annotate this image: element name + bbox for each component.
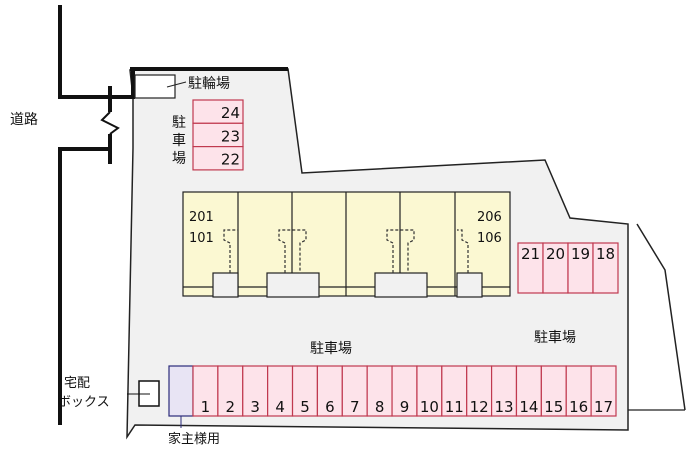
parking-space-number: 6 bbox=[325, 398, 335, 416]
road-edge-upper bbox=[58, 5, 135, 99]
gate-zigzag-icon bbox=[100, 111, 120, 135]
parking-space-number: 3 bbox=[250, 398, 260, 416]
parking-space-number: 16 bbox=[569, 398, 588, 416]
parking-space bbox=[466, 365, 493, 417]
parking-space-number: 5 bbox=[300, 398, 310, 416]
neighbor-boundary bbox=[636, 223, 686, 411]
parking-space-number: 1 bbox=[201, 398, 211, 416]
parking-space-number: 4 bbox=[275, 398, 285, 416]
parking-space-number: 14 bbox=[519, 398, 538, 416]
parking-space-number: 24 bbox=[221, 104, 240, 122]
delivery-box-label-2: ボックス bbox=[58, 395, 110, 410]
parking-space-number: 10 bbox=[420, 398, 439, 416]
parking-space-number: 12 bbox=[470, 398, 489, 416]
parking-space-number: 9 bbox=[400, 398, 410, 416]
road-edge-lower bbox=[58, 147, 110, 425]
parking-space bbox=[590, 365, 617, 417]
parking-label-char: 車 bbox=[172, 132, 186, 149]
parking-right-label: 駐車場 bbox=[534, 329, 576, 346]
parking-space bbox=[565, 365, 592, 417]
parking-space-number: 7 bbox=[350, 398, 360, 416]
parking-label-char: 駐 bbox=[172, 115, 186, 131]
parking-space bbox=[515, 365, 542, 417]
bicycle-parking-label: 駐輪場 bbox=[188, 75, 230, 92]
parking-space bbox=[391, 365, 418, 417]
parking-space bbox=[291, 365, 319, 417]
parking-space-number: 8 bbox=[375, 398, 385, 416]
parking-space bbox=[316, 365, 343, 417]
parking-space-number: 13 bbox=[494, 398, 513, 416]
parking-space bbox=[441, 365, 468, 417]
delivery-box-label-1: 宅配 bbox=[64, 376, 90, 391]
parking-space bbox=[366, 365, 393, 417]
parking-block-right: 21 20 19 18 bbox=[517, 242, 619, 294]
parking-space bbox=[192, 365, 219, 417]
parking-space-number: 11 bbox=[445, 398, 464, 416]
parking-space bbox=[592, 242, 619, 294]
parking-space-number: 21 bbox=[521, 245, 540, 263]
parking-space bbox=[267, 365, 294, 417]
parking-center-label: 駐車場 bbox=[310, 340, 352, 357]
parking-space-number: 19 bbox=[571, 245, 590, 263]
parking-space-number: 15 bbox=[544, 398, 563, 416]
apartment-building: 201 101 206 106 bbox=[182, 191, 511, 298]
parking-space-number: 2 bbox=[226, 398, 236, 416]
unit-106-label: 106 bbox=[477, 231, 502, 246]
parking-space-number: 17 bbox=[594, 398, 613, 416]
parking-space bbox=[192, 146, 244, 171]
parking-space-number: 23 bbox=[221, 127, 240, 145]
parking-space-number: 20 bbox=[546, 245, 565, 263]
parking-stack-left: 24 23 22 bbox=[192, 99, 244, 171]
parking-label-char: 場 bbox=[172, 151, 186, 167]
parking-space-number: 22 bbox=[221, 151, 240, 169]
parking-space bbox=[517, 242, 544, 294]
road-label: 道路 bbox=[10, 112, 38, 128]
unit-101-label: 101 bbox=[189, 231, 214, 246]
bicycle-parking bbox=[134, 74, 176, 99]
parking-space bbox=[341, 365, 368, 417]
parking-space-number: 18 bbox=[596, 245, 615, 263]
owner-use-label: 家主様用 bbox=[168, 431, 220, 447]
parking-space bbox=[217, 365, 244, 417]
parking-space bbox=[542, 242, 569, 294]
unit-206-label: 206 bbox=[477, 210, 502, 225]
unit-201-label: 201 bbox=[189, 210, 214, 225]
owner-parking-space bbox=[168, 365, 194, 417]
parking-space bbox=[242, 365, 269, 417]
